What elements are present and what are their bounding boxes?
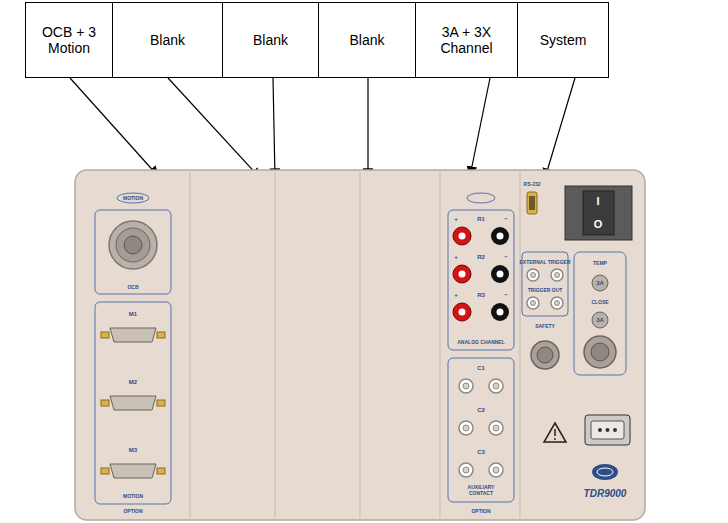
panel-label: AUXILIARY CONTACT bbox=[461, 484, 501, 496]
panel-label: 3A bbox=[596, 280, 604, 286]
panel-label: TRIGGER OUT bbox=[528, 287, 563, 293]
logo bbox=[592, 464, 618, 480]
module-box: System bbox=[517, 2, 609, 78]
module-name: 3A + 3X Channel bbox=[432, 24, 502, 56]
module-name: Blank bbox=[253, 32, 288, 48]
panel-label: M3 bbox=[129, 447, 137, 453]
panel-label: OPTION bbox=[471, 508, 490, 514]
module-box: Blank bbox=[318, 2, 416, 78]
panel-label: CLOSE bbox=[591, 299, 608, 305]
panel-label: C2 bbox=[477, 407, 485, 413]
panel-label: R1 bbox=[477, 216, 485, 222]
module-name: Blank bbox=[150, 32, 185, 48]
module-name: Blank bbox=[349, 32, 384, 48]
aux-connectors bbox=[459, 269, 563, 477]
panel-label: − bbox=[504, 254, 508, 260]
module-box: 3A + 3X Channel bbox=[415, 2, 518, 78]
panel-label: OCB bbox=[127, 284, 138, 290]
panel-label: RS-232 bbox=[524, 181, 541, 187]
panel-label: M2 bbox=[129, 379, 137, 385]
panel-label: C3 bbox=[477, 449, 485, 455]
module-box: Blank bbox=[222, 2, 319, 78]
panel-label: 3A bbox=[596, 317, 604, 323]
power-switch bbox=[565, 186, 632, 240]
panel-label: MOTION bbox=[123, 195, 143, 201]
panel-label: OPTION bbox=[123, 508, 142, 514]
panel-label: TEMP bbox=[593, 260, 607, 266]
panel-label: − bbox=[504, 292, 508, 298]
module-name: OCB + 3 Motion bbox=[39, 24, 99, 56]
analog-terminals bbox=[453, 227, 509, 321]
rs232-port bbox=[527, 192, 537, 214]
warning-triangle bbox=[544, 423, 566, 442]
panel-label: + bbox=[454, 254, 458, 260]
panel-label: TDR9000 bbox=[584, 488, 627, 499]
panel-label: MOTION bbox=[123, 493, 143, 499]
panel-body bbox=[75, 170, 645, 520]
panel-label: − bbox=[504, 216, 508, 222]
panel-label: + bbox=[454, 216, 458, 222]
module-box: OCB + 3 Motion bbox=[25, 2, 113, 78]
panel-label: ANALOG CHANNEL bbox=[457, 339, 505, 345]
module-name: System bbox=[540, 32, 587, 48]
panel-label: O bbox=[594, 218, 603, 230]
panel-label: + bbox=[454, 292, 458, 298]
module-box: Blank bbox=[112, 2, 223, 78]
panel-label: R2 bbox=[477, 254, 485, 260]
panel-label: I bbox=[596, 195, 599, 207]
panel-label: M1 bbox=[129, 311, 137, 317]
panel-label: C1 bbox=[477, 365, 485, 371]
power-inlet bbox=[585, 415, 630, 445]
panel-label: SAFETY bbox=[535, 323, 555, 329]
leader-arrows bbox=[70, 78, 575, 178]
panel-label: R3 bbox=[477, 292, 485, 298]
d-sub-connectors bbox=[101, 328, 165, 478]
panel-label: EXTERNAL TRIGGER bbox=[519, 259, 570, 265]
